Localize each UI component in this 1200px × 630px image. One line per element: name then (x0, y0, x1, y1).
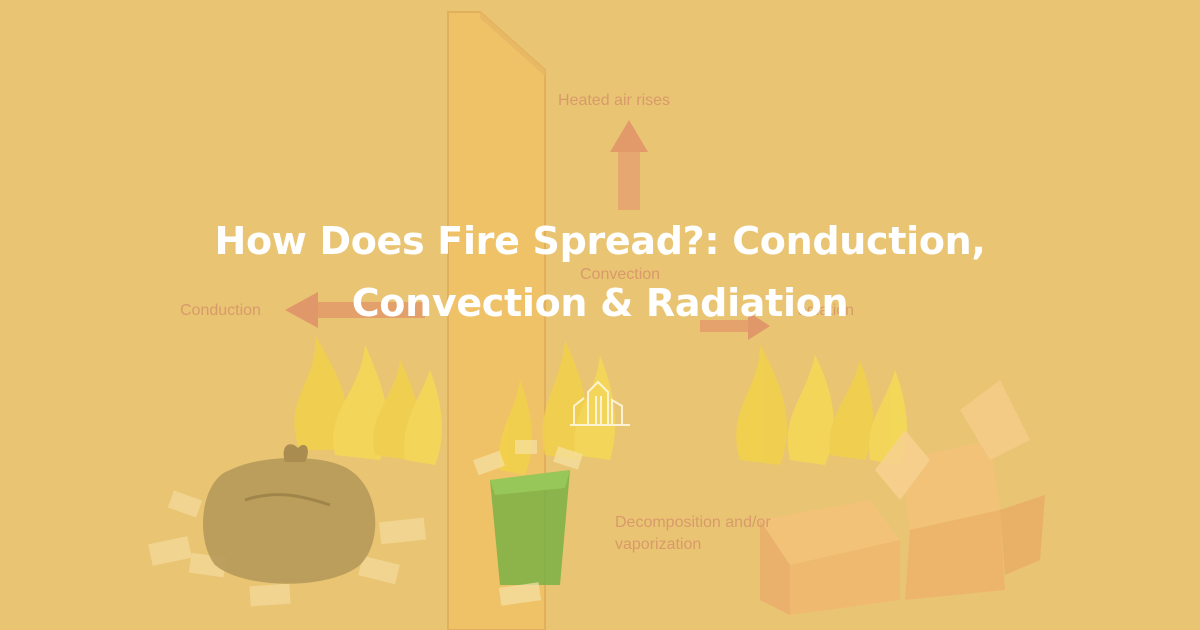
wall-panel-icon (447, 11, 546, 630)
heated-air-label: Heated air rises (558, 92, 671, 109)
arrow-right-icon (700, 312, 770, 340)
box-icon (760, 380, 1045, 615)
radiation-label: adiation (798, 302, 855, 319)
conduction-label: Conduction (180, 302, 261, 319)
page-title: How Does Fire Spread?: Conduction, Conve… (214, 219, 986, 325)
arrow-up-icon (610, 120, 648, 210)
decomposition-label: Decomposition and/or vaporization (615, 514, 771, 553)
building-logo-icon (570, 380, 630, 426)
wastebasket-icon (473, 440, 583, 606)
convection-label: Convection (580, 266, 661, 283)
trash-bag-icon (203, 444, 376, 584)
flame-icon (294, 335, 442, 465)
flame-icon (736, 345, 907, 465)
arrow-left-icon (285, 292, 425, 328)
